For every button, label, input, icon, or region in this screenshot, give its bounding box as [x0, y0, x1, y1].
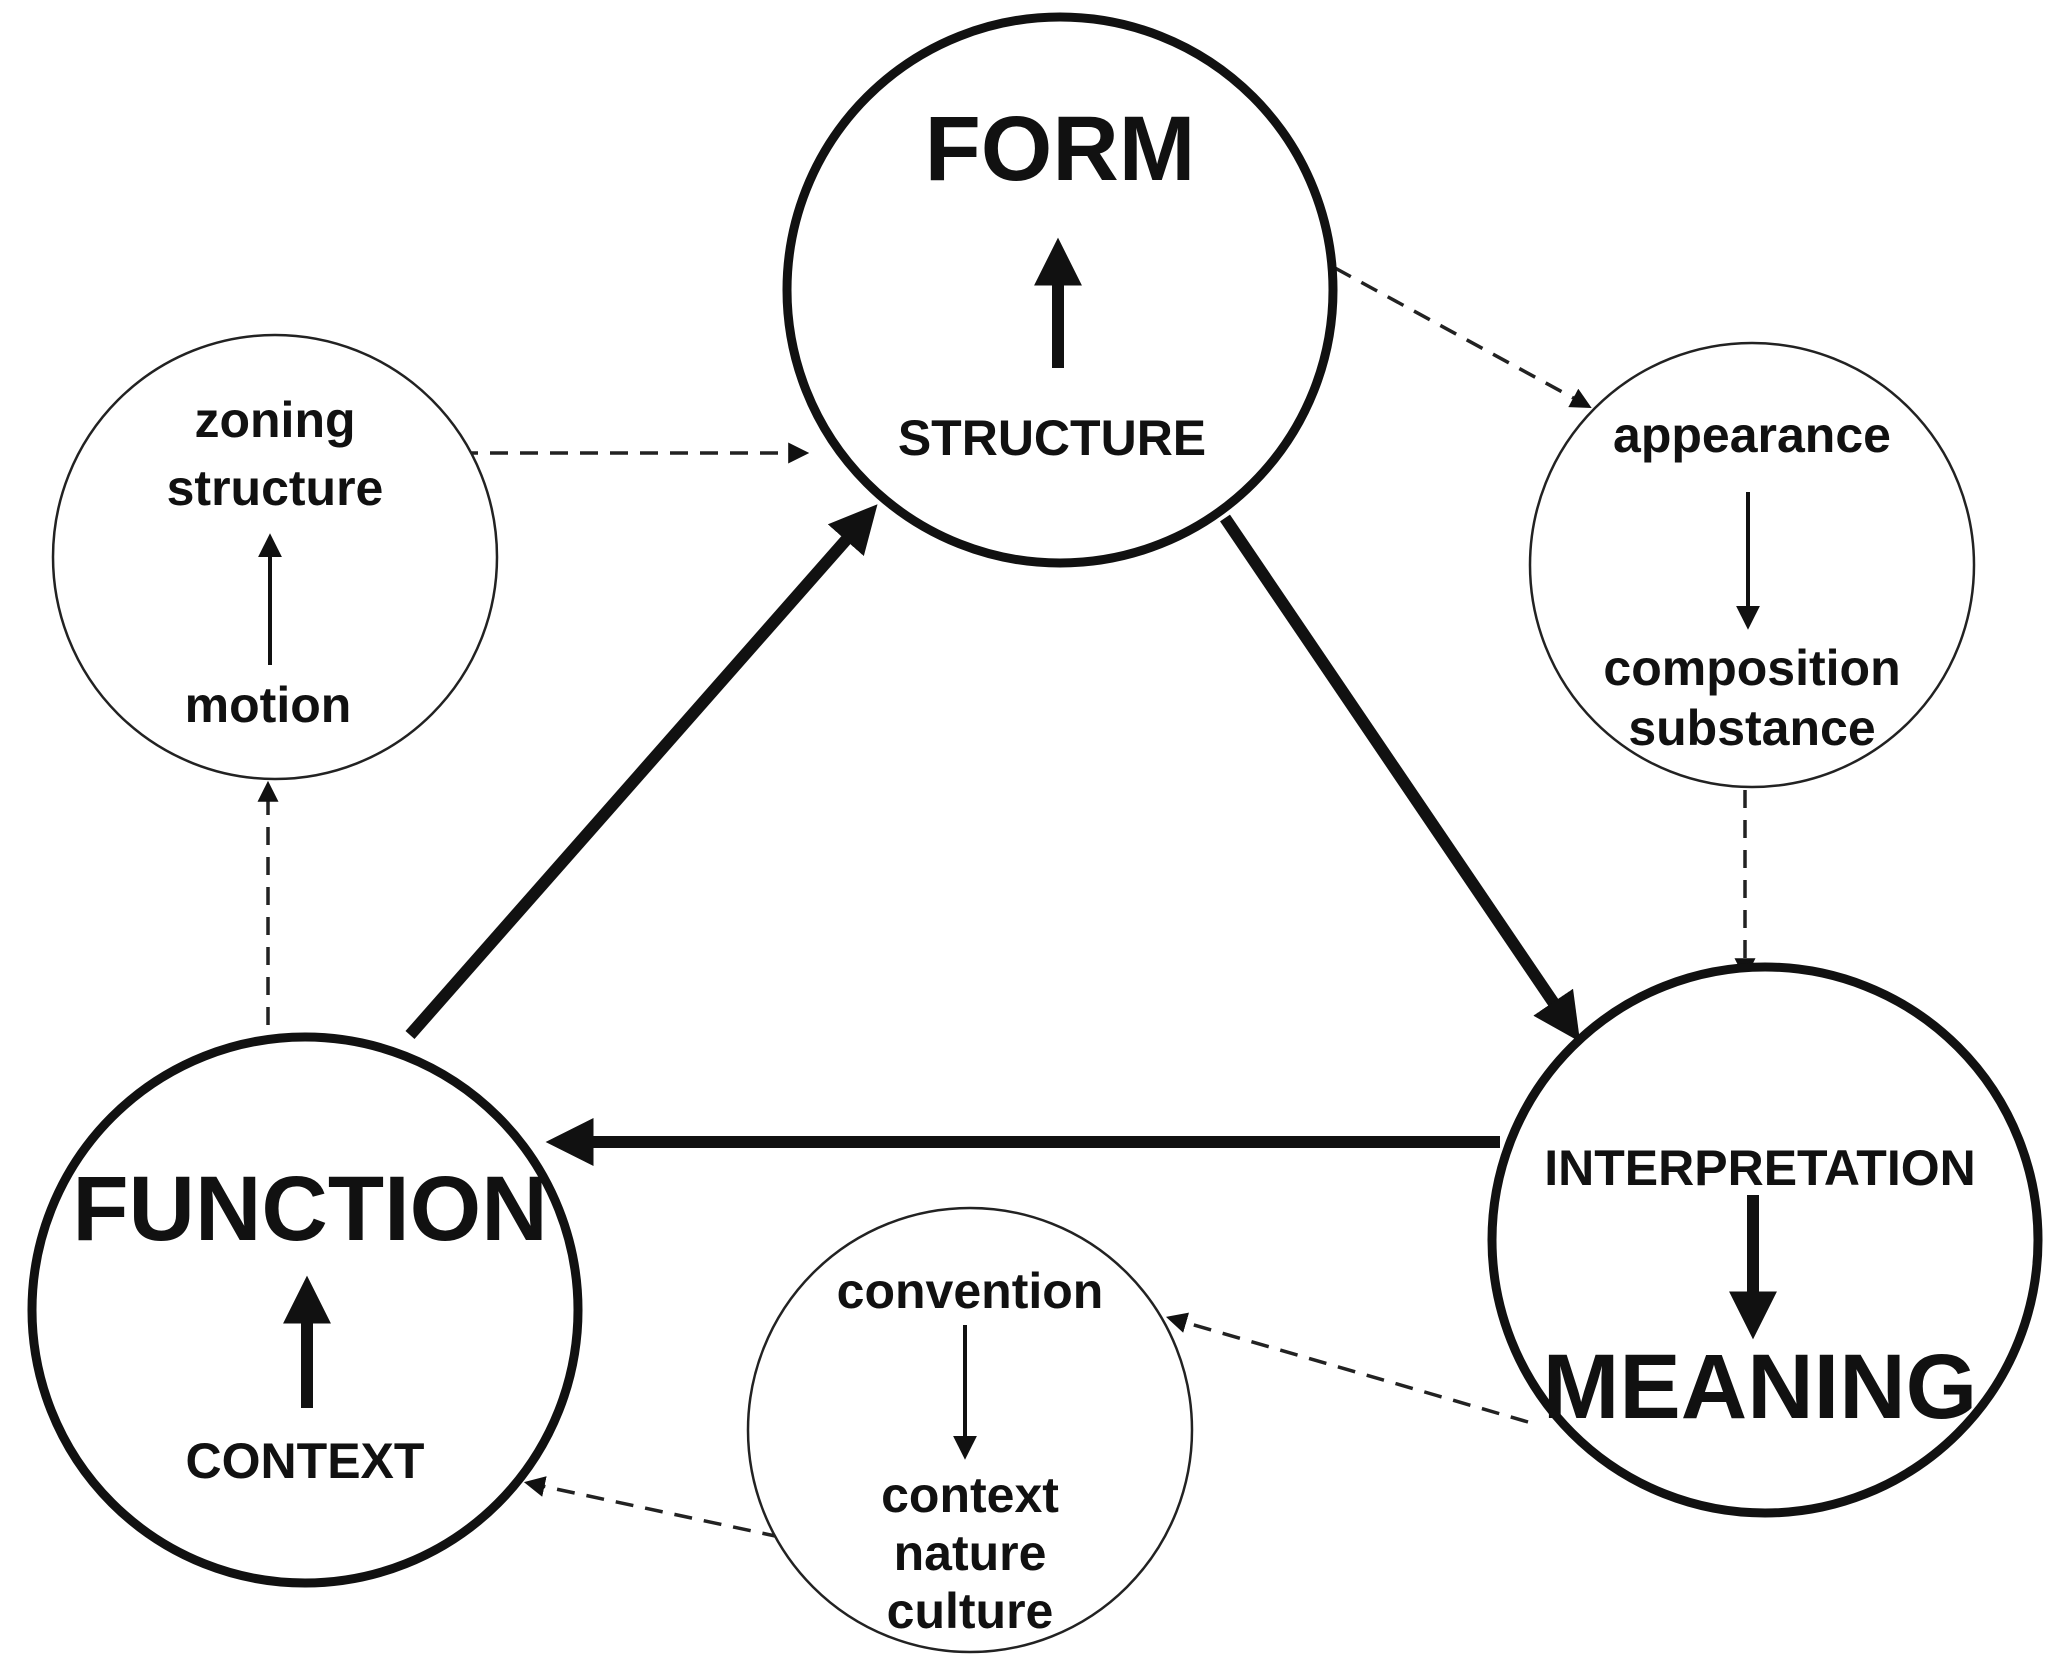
form-node: FORM STRUCTURE: [782, 12, 1338, 568]
function-node: FUNCTION CONTEXT: [27, 1032, 583, 1588]
motion-satellite-line1: zoning: [194, 392, 355, 448]
convention-satellite-line1: context: [881, 1467, 1059, 1523]
appearance-satellite-top: appearance: [1613, 407, 1891, 463]
dashed-arrow-meaning-to-convention: [1165, 1312, 1529, 1424]
convention-satellite: convention context nature culture: [746, 1206, 1194, 1654]
appearance-satellite: appearance composition substance: [1528, 341, 1976, 789]
function-title: FUNCTION: [72, 1158, 547, 1260]
convention-satellite-line2: nature: [894, 1525, 1047, 1581]
dashed-arrow-convention-to-function: [523, 1476, 781, 1539]
meaning-node: INTERPRETATION MEANING: [1487, 962, 2043, 1518]
arrow-form-to-meaning: [1220, 514, 1581, 1042]
meaning-top-label: INTERPRETATION: [1544, 1140, 1975, 1196]
dashed-arrow-form-to-appearance: [1334, 266, 1592, 409]
motion-satellite: zoning structure motion: [51, 333, 499, 781]
function-subtitle: CONTEXT: [186, 1433, 425, 1489]
form-subtitle: STRUCTURE: [898, 410, 1206, 466]
appearance-satellite-line2: substance: [1628, 700, 1875, 756]
convention-satellite-line3: culture: [887, 1583, 1054, 1639]
form-title: FORM: [925, 98, 1196, 200]
arrow-function-to-form: [405, 504, 878, 1039]
convention-satellite-top: convention: [837, 1263, 1104, 1319]
motion-satellite-line2: structure: [167, 460, 384, 516]
appearance-satellite-line1: composition: [1603, 640, 1900, 696]
meaning-title: MEANING: [1543, 1336, 1977, 1438]
motion-satellite-bottom: motion: [185, 677, 352, 733]
